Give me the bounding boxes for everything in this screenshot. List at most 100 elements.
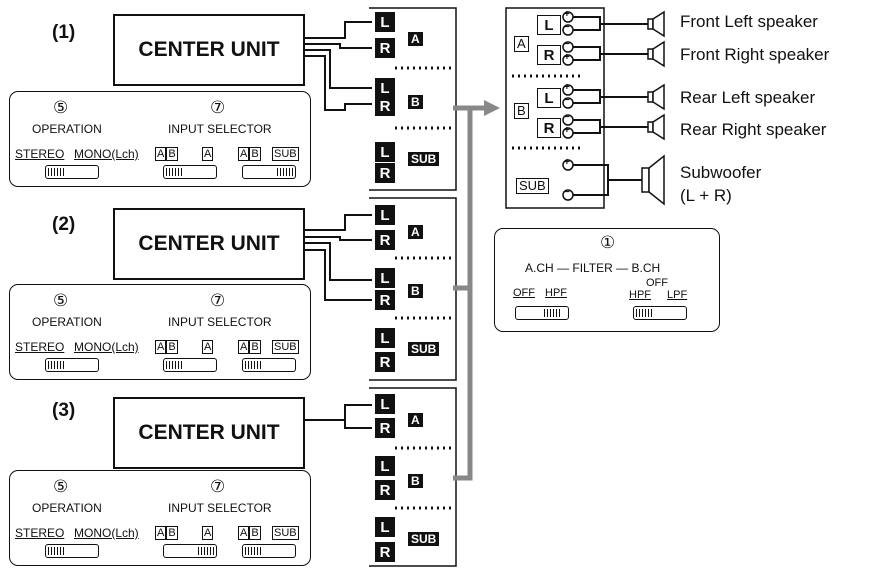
input-tag-sub: SUB <box>408 342 440 356</box>
input-selector-num: ⑦ <box>210 98 226 117</box>
output-r-rear: R <box>537 118 561 138</box>
filter-off-label: OFF <box>513 287 535 299</box>
unit-label: (3) <box>52 400 76 421</box>
input-l-a: L <box>375 12 395 32</box>
input-tag-a: A <box>408 32 423 46</box>
speaker-sub-label: Subwoofer <box>680 163 762 182</box>
input-opt-a-only: A <box>202 147 214 161</box>
input-l-sub: L <box>375 517 395 537</box>
input-l-a: L <box>375 394 395 414</box>
input-tag-sub: SUB <box>408 152 440 166</box>
operation-stereo: STEREO <box>15 340 65 354</box>
input-tag-a: A <box>408 225 423 239</box>
speaker-icon-front-left <box>647 10 665 38</box>
terminal-minus: − <box>564 112 570 123</box>
output-l-front: L <box>537 15 561 35</box>
input-opt-a2: A <box>238 340 250 354</box>
terminal-minus: − <box>564 39 570 50</box>
wire-u1-b-r <box>305 55 372 111</box>
input-opt-a: A <box>155 147 167 161</box>
input-opt-sub: SUB <box>272 147 299 161</box>
input-selector-slider-sub[interactable] <box>242 165 296 179</box>
input-r-sub: R <box>375 163 395 183</box>
input-selector-slider-sub[interactable] <box>242 544 296 558</box>
wire-u3-a-l <box>305 404 372 421</box>
input-r-b: R <box>375 480 395 500</box>
input-selector-title: INPUT SELECTOR <box>168 501 272 515</box>
input-opt-b2: B <box>249 526 261 540</box>
input-selector-slider-ab[interactable] <box>163 358 217 372</box>
unit-label: (1) <box>52 22 76 43</box>
arrow-to-output <box>484 100 500 116</box>
operation-num: ⑤ <box>53 477 69 496</box>
input-opt-b: B <box>166 526 178 540</box>
speaker-front-right-label: Front Right speaker <box>680 45 830 64</box>
input-l-b: L <box>375 456 395 476</box>
input-tag-b: B <box>408 474 423 488</box>
input-opt-a: A <box>155 340 167 354</box>
wire-u2-a-l <box>305 214 372 231</box>
center-unit-box: CENTER UNIT <box>113 208 305 280</box>
speaker-icon-rear-right <box>647 113 665 141</box>
input-selector-title: INPUT SELECTOR <box>168 122 272 136</box>
speaker-icon-front-right <box>647 40 665 68</box>
input-r-a: R <box>375 230 395 250</box>
filter-a-slider[interactable] <box>515 306 569 320</box>
input-r-sub: R <box>375 542 395 562</box>
filter-title-b: B.CH <box>631 261 661 275</box>
operation-num: ⑤ <box>53 98 69 117</box>
filter-title-a: A.CH <box>525 261 554 275</box>
output-l-rear: L <box>537 88 561 108</box>
terminal-plus: + <box>564 9 570 20</box>
input-selector-slider-ab[interactable] <box>163 165 217 179</box>
wire-u3-a-r <box>344 420 372 429</box>
wire-u1-b-l <box>305 49 372 89</box>
output-r-front: R <box>537 45 561 65</box>
wire-u2-b-l <box>305 242 372 281</box>
input-opt-b: B <box>166 147 178 161</box>
filter-off2-label: OFF <box>646 277 668 289</box>
speaker-rear-left-label: Rear Left speaker <box>680 88 816 107</box>
filter-b-slider[interactable] <box>633 306 687 320</box>
operation-slider[interactable] <box>45 544 99 558</box>
unit-switch-panel: ⑤ OPERATION STEREO MONO(Lch) ⑦ INPUT SEL… <box>9 284 311 380</box>
filter-num: ① <box>600 233 616 252</box>
terminal-minus: − <box>564 187 570 198</box>
input-r-a: R <box>375 418 395 438</box>
input-tag-b: B <box>408 284 423 298</box>
center-unit-box: CENTER UNIT <box>113 397 305 469</box>
wire-u1-a-r <box>305 43 372 49</box>
input-opt-b2: B <box>249 340 261 354</box>
input-r-a: R <box>375 38 395 58</box>
input-tag-sub: SUB <box>408 532 440 546</box>
terminal-plus: + <box>564 157 570 168</box>
input-opt-a: A <box>155 526 167 540</box>
terminal-plus: + <box>564 125 570 136</box>
operation-num: ⑤ <box>53 291 69 310</box>
operation-title: OPERATION <box>32 122 102 136</box>
input-selector-num: ⑦ <box>210 291 226 310</box>
operation-mono: MONO(Lch) <box>74 526 139 540</box>
input-selector-slider-sub[interactable] <box>242 358 296 372</box>
unit-switch-panel: ⑤ OPERATION STEREO MONO(Lch) ⑦ INPUT SEL… <box>9 91 311 187</box>
input-opt-a-only: A <box>202 526 214 540</box>
operation-slider[interactable] <box>45 358 99 372</box>
terminal-plus: + <box>564 52 570 63</box>
input-opt-a2: A <box>238 147 250 161</box>
wire-u1-a-l <box>305 21 372 39</box>
filter-hpf-label: HPF <box>545 287 567 299</box>
input-l-a: L <box>375 205 395 225</box>
operation-slider[interactable] <box>45 165 99 179</box>
input-r-b: R <box>375 290 395 310</box>
input-opt-b: B <box>166 340 178 354</box>
input-l-b: L <box>375 268 395 288</box>
input-opt-sub: SUB <box>272 526 299 540</box>
input-opt-a2: A <box>238 526 250 540</box>
wire-u2-a-r <box>305 236 372 241</box>
input-opt-b2: B <box>249 147 261 161</box>
input-l-b: L <box>375 78 395 98</box>
input-opt-sub: SUB <box>272 340 299 354</box>
input-selector-slider-ab[interactable] <box>163 544 217 558</box>
terminal-minus: − <box>564 95 570 106</box>
